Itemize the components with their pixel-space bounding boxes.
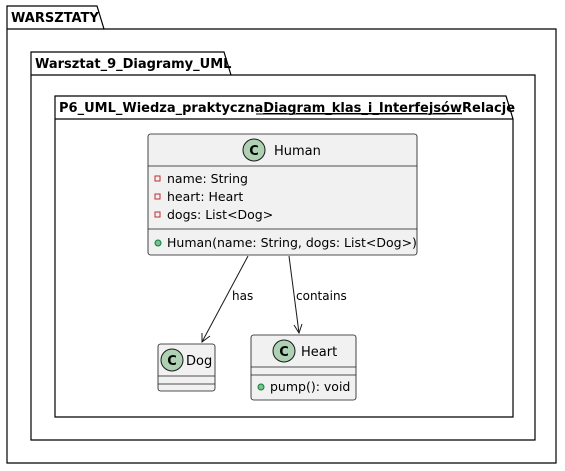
relation-label-has: has <box>232 289 253 303</box>
class-dog[interactable]: C Dog <box>157 343 216 392</box>
method-pump: pump(): void <box>270 379 350 394</box>
relation-human-heart: contains <box>288 255 347 335</box>
package-title-p6-uml: P6_UML_Wiedza_praktycznaDiagram_klas_i_I… <box>59 101 515 116</box>
class-stereotype-letter: C <box>167 354 177 369</box>
public-visibility-icon <box>154 239 162 247</box>
class-name-human: Human <box>274 144 321 159</box>
class-human[interactable]: C Human name: String heart: Heart dogs: … <box>147 133 418 256</box>
private-visibility-icon <box>154 211 161 218</box>
package-title-warsztat-9: Warsztat_9_Diagramy_UML <box>35 57 231 72</box>
public-visibility-icon <box>257 383 265 391</box>
package-title-part1: P6_UML_Wiedza_praktyczna <box>59 101 263 116</box>
class-stereotype-letter: C <box>279 345 289 360</box>
class-name-dog: Dog <box>186 354 212 369</box>
class-icon <box>272 339 296 363</box>
method-human-constructor: Human(name: String, dogs: List<Dog>) <box>167 235 417 250</box>
package-title-part3: Relacje <box>462 101 515 116</box>
attribute-name: name: String <box>167 171 248 186</box>
package-title-warsztaty: WARSZTATY <box>11 11 99 26</box>
private-visibility-icon <box>154 175 161 182</box>
attribute-heart: heart: Heart <box>167 189 243 204</box>
package-title-part2: Diagram_klas_i_Interfejsów <box>263 101 462 116</box>
class-icon <box>160 348 184 372</box>
class-stereotype-letter: C <box>249 144 259 159</box>
relation-label-contains: contains <box>296 289 347 303</box>
class-heart[interactable]: C Heart pump(): void <box>250 334 357 401</box>
attribute-dogs: dogs: List<Dog> <box>167 207 273 222</box>
relation-human-dog: has <box>201 255 253 343</box>
class-icon <box>242 138 266 162</box>
private-visibility-icon <box>154 193 161 200</box>
class-name-heart: Heart <box>301 345 337 360</box>
